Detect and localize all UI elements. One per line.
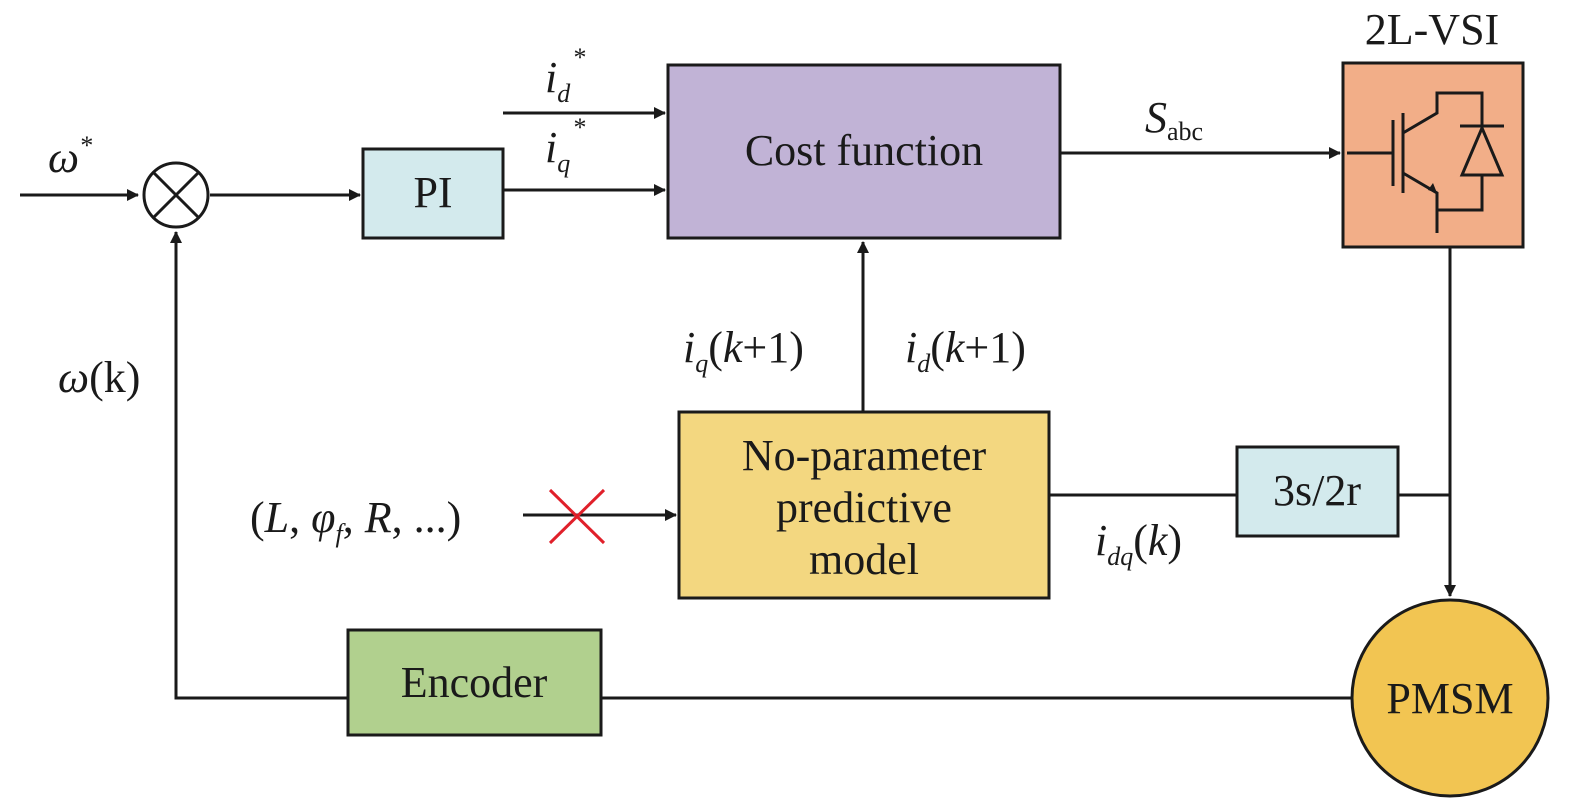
predictive-model-line-3: model: [809, 535, 919, 584]
inverter-block: 2L-VSI: [1341, 5, 1525, 249]
transform-block: 3s/2r: [1235, 445, 1400, 538]
motor-circle: [1350, 598, 1550, 798]
inverter-rect: [1341, 61, 1525, 249]
cost-function-rect: [666, 63, 1062, 240]
iq-ref-label: iq*: [545, 113, 585, 178]
igbt-diode-icon: [1347, 91, 1505, 233]
motor-block: PMSM: [1350, 598, 1550, 798]
connections: [20, 107, 1456, 700]
transform-rect: [1235, 445, 1400, 538]
encoder-feedback-wire: [170, 231, 348, 700]
parameters-label: (L, φf, R, ...): [250, 493, 461, 548]
s-abc-label: Sabc: [1145, 93, 1203, 146]
omega-k-label: ω(k): [58, 353, 140, 402]
disabled-cross-icon: [548, 488, 606, 545]
cost-function-label: Cost function: [745, 126, 983, 175]
pi-block-rect: [361, 147, 505, 240]
predictive-model-block: No-parameter predictive model: [677, 410, 1051, 600]
summing-junction: [142, 161, 210, 229]
inverter-label: 2L-VSI: [1365, 5, 1499, 54]
encoder-label: Encoder: [401, 658, 548, 707]
motor-label: PMSM: [1386, 674, 1513, 723]
iq-next-label: iq(k+1): [683, 323, 804, 378]
predictive-model-rect: [677, 410, 1051, 600]
pi-block: PI: [361, 147, 505, 240]
encoder-block: Encoder: [346, 628, 603, 737]
id-next-label: id(k+1): [905, 323, 1026, 378]
omega-ref-label: ω*: [48, 131, 92, 182]
transform-label: 3s/2r: [1273, 466, 1361, 515]
pi-label: PI: [413, 168, 452, 217]
idq-k-label: idq(k): [1095, 516, 1182, 571]
predictive-model-line-2: predictive: [776, 483, 952, 532]
id-ref-label: id*: [545, 43, 585, 108]
encoder-rect: [346, 628, 603, 737]
cost-function-block: Cost function: [666, 63, 1062, 240]
predictive-model-line-1: No-parameter: [742, 431, 987, 480]
